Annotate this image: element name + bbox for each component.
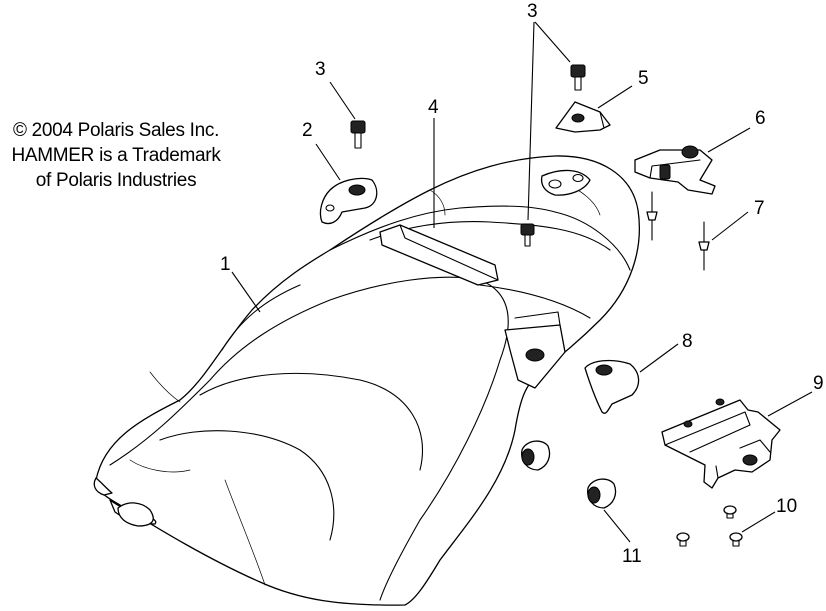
latch-bracket (319, 177, 378, 225)
copyright-line-1: © 2004 Polaris Sales Inc. (12, 120, 220, 141)
copyright-line-2: HAMMER is a Trademark (11, 145, 221, 166)
seat-stop (584, 359, 640, 414)
push-fastener-left (676, 532, 690, 547)
rubber-bumper-lower (587, 478, 617, 509)
leader-lines (231, 21, 813, 543)
callout-4: 4 (428, 97, 439, 118)
callout-1: 1 (220, 254, 231, 275)
push-fastener-top (723, 505, 737, 519)
callout-8: 8 (682, 331, 693, 352)
callout-3-left: 3 (315, 59, 326, 80)
callout-10: 10 (776, 496, 797, 517)
callout-numbers: 1 2 3 3 4 5 6 7 8 9 10 11 (220, 1, 824, 567)
screw-mid (520, 223, 535, 247)
callout-9: 9 (813, 373, 824, 394)
callout-6: 6 (755, 108, 766, 129)
copyright-notice: © 2004 Polaris Sales Inc. HAMMER is a Tr… (0, 118, 232, 193)
rivet-left (646, 191, 658, 241)
push-fastener-right (729, 532, 743, 547)
mounting-plate (661, 398, 781, 489)
screw-top (570, 64, 586, 91)
rivet-right (698, 221, 710, 271)
callout-7: 7 (754, 198, 765, 219)
callout-11: 11 (622, 546, 642, 567)
callout-2: 2 (302, 120, 313, 141)
callout-3-top: 3 (527, 1, 538, 22)
screw-left (350, 120, 366, 149)
copyright-line-3: of Polaris Industries (35, 170, 197, 191)
rubber-bumper-upper (521, 440, 551, 471)
latch-receiver (634, 145, 716, 195)
latch-plate (555, 101, 611, 133)
seat (93, 155, 641, 606)
callout-5: 5 (638, 68, 649, 89)
